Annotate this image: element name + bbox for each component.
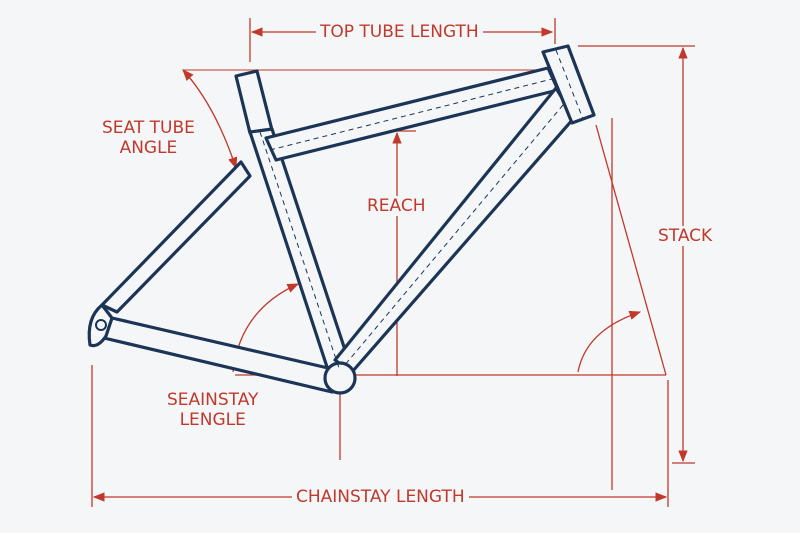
seatstay-line1: SEAINSTAY xyxy=(167,390,259,410)
chainstay-length-label: CHAINSTAY LENGTH xyxy=(292,487,469,507)
bike-frame xyxy=(87,44,596,395)
reach-label: REACH xyxy=(363,196,430,216)
seatstay-label: SEAINSTAY LENGLE xyxy=(163,390,262,430)
chain-stay xyxy=(102,316,334,394)
stack-label: STACK xyxy=(654,226,717,246)
head-tube xyxy=(541,44,596,125)
dimension-lines xyxy=(91,18,695,507)
seat-tube xyxy=(248,127,352,372)
seat-tube-angle-arc xyxy=(182,69,238,170)
seat-tube-angle-label: SEAT TUBE ANGLE xyxy=(98,118,199,158)
seatstay-line2: LENGLE xyxy=(179,410,246,430)
axle-icon xyxy=(95,319,107,331)
top-tube-length-label: TOP TUBE LENGTH xyxy=(316,22,483,42)
bottom-bracket xyxy=(323,361,357,395)
tube-centerlines xyxy=(259,49,584,369)
head-angle-arc xyxy=(577,310,642,373)
seat-tube-angle-line1: SEAT TUBE xyxy=(102,118,195,138)
seat-tube-angle-line2: ANGLE xyxy=(119,138,178,158)
seat-stay xyxy=(100,160,252,314)
seat-post xyxy=(234,69,274,135)
